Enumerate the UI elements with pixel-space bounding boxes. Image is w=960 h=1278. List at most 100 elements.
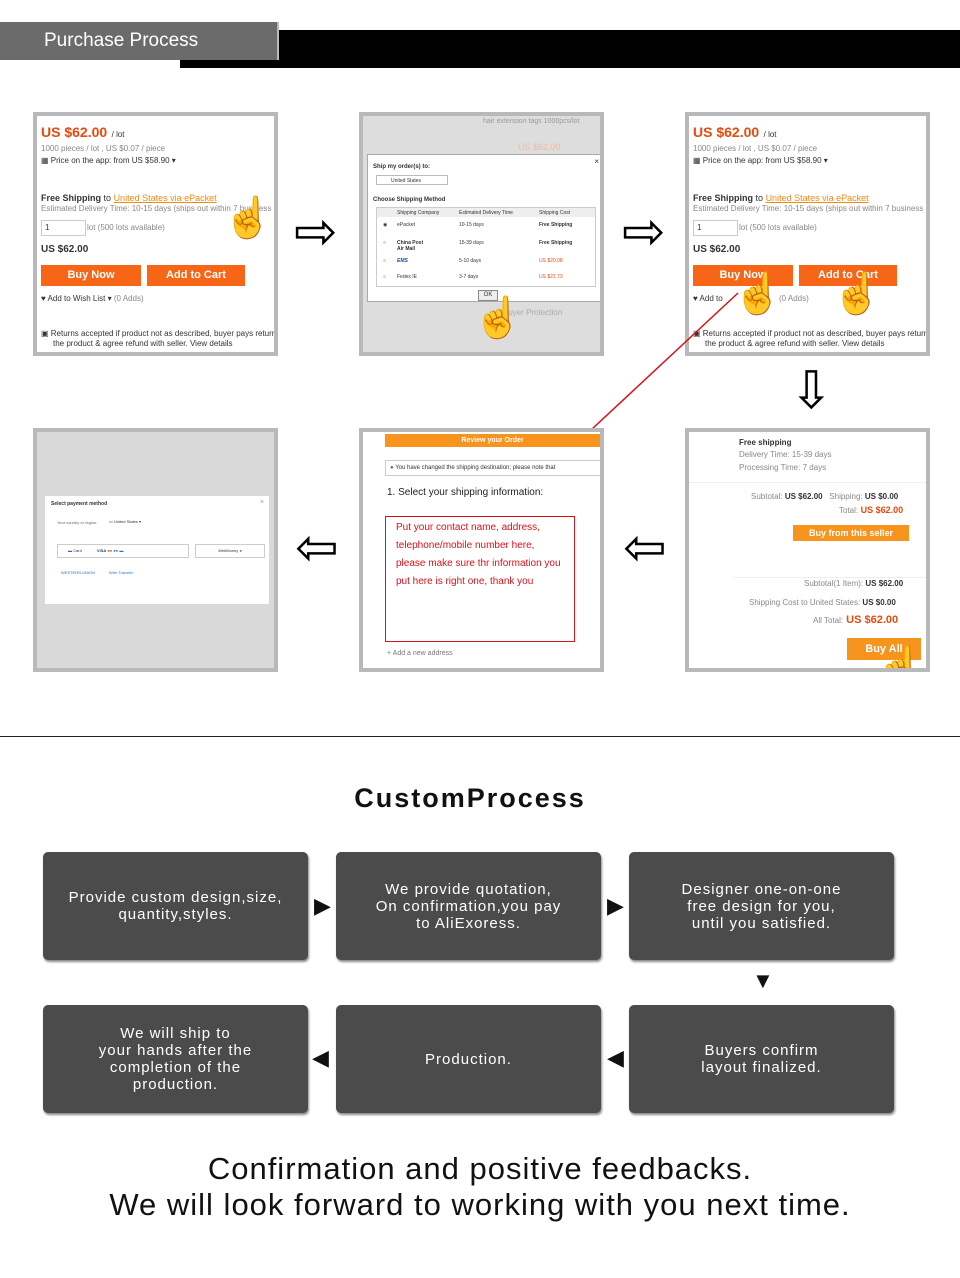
total-value: US $62.00	[860, 505, 904, 515]
radio-button[interactable]: ○	[383, 274, 387, 280]
step-text: We provide quotation, On confirmation,yo…	[375, 880, 562, 932]
card-option[interactable]: ▬ Card VISA ●● ●● ▬	[57, 544, 189, 558]
row-cost: US $20.08	[539, 258, 563, 264]
buy-all-button[interactable]: Buy All	[847, 638, 921, 660]
header-bar	[180, 30, 960, 68]
hand-cursor-icon: ☝	[223, 196, 273, 240]
all-total-row: All Total: US $62.00	[813, 614, 898, 626]
step-box: Provide custom design,size, quantity,sty…	[43, 852, 308, 960]
add-address-link[interactable]: + Add a new address	[387, 650, 453, 657]
all-total-label: All Total:	[813, 616, 844, 625]
step-text: Provide custom design,size, quantity,sty…	[68, 889, 283, 923]
close-icon[interactable]: ×	[259, 499, 264, 506]
row-time: 5-10 days	[459, 258, 481, 264]
add-to-cart-button[interactable]: Add to Cart	[799, 265, 897, 286]
row-company: ePacket	[397, 222, 416, 228]
product-price: US $62.00	[693, 124, 760, 140]
radio-button[interactable]: ○	[383, 258, 387, 264]
subtotal-items-row: Subtotal(1 Item): US $62.00	[804, 579, 903, 588]
total-label: Total:	[839, 506, 859, 515]
ship-to-label: Ship my order(s) to:	[373, 164, 431, 170]
lots-available: lot (500 lots available)	[739, 223, 817, 232]
panel-review-order: Review your Order ● You have changed the…	[359, 428, 604, 672]
buy-from-seller-button[interactable]: Buy from this seller	[793, 525, 909, 541]
subtotal-value: US $62.00	[784, 492, 823, 501]
shipping-link[interactable]: United States via ePacket	[113, 193, 217, 203]
step-box: Designer one-on-one free design for you,…	[629, 852, 894, 960]
arrow-right-icon: ▶	[607, 893, 624, 918]
step1-label: 1. Select your shipping information:	[387, 487, 544, 498]
pieces-info: 1000 pieces / lot , US $0.07 / piece	[693, 144, 818, 153]
returns-line1: Returns accepted if product not as descr…	[702, 329, 929, 338]
radio-button[interactable]: ◉	[383, 222, 388, 228]
buy-now-button[interactable]: Buy Now	[693, 265, 793, 286]
custom-process-title: CustomProcess	[354, 783, 586, 813]
returns-line1: Returns accepted if product not as descr…	[50, 329, 277, 338]
add-to-cart-button[interactable]: Add to Cart	[147, 265, 245, 286]
free-shipping-label: Free Shipping	[693, 193, 754, 203]
buyer-protection: Buyer Protection	[503, 308, 563, 317]
shipping-row: Free Shipping to United States via ePack…	[693, 193, 869, 203]
subtotal-items-value: US $62.00	[865, 579, 904, 588]
step-box: We provide quotation, On confirmation,yo…	[336, 852, 601, 960]
footer-line2: We will look forward to working with you…	[109, 1187, 851, 1222]
ok-button[interactable]: OK	[478, 290, 498, 301]
row-cost: US $22.73	[539, 274, 563, 280]
processing-time: Processing Time: 7 days	[739, 463, 827, 472]
section-divider	[0, 736, 960, 737]
wish-list-link[interactable]: ♥ Add to	[693, 294, 723, 303]
card-icon: ▬	[68, 548, 72, 553]
lots-available: lot (500 lots available)	[87, 223, 165, 232]
to-label: to	[755, 193, 764, 203]
hand-cursor-icon: ☝	[473, 296, 523, 340]
quantity-input[interactable]: 1	[693, 220, 738, 236]
row-company: Fedex IE	[397, 274, 418, 280]
arrow-left-icon: ◀	[312, 1045, 329, 1070]
radio-button[interactable]: ○	[383, 240, 387, 246]
amex-icon: ▬	[119, 548, 124, 553]
row-company: EMS	[397, 258, 408, 264]
panel-cart: Free shipping Delivery Time: 15-39 days …	[685, 428, 930, 672]
quantity-input[interactable]: 1	[41, 220, 86, 236]
panel-payment: Select payment method × Your country or …	[33, 428, 278, 672]
country-select[interactable]: ▭ United States ▾	[109, 519, 142, 524]
row-time: 10-15 days	[459, 222, 484, 228]
shipping-link[interactable]: United States via ePacket	[765, 193, 869, 203]
col-cost: Shipping Cost	[539, 210, 571, 216]
ship-cost-value: US $0.00	[862, 598, 896, 607]
choose-method-label: Choose Shipping Method	[373, 197, 446, 203]
western-union-option[interactable]: WESTERN UNION	[61, 570, 95, 575]
card-label: Card	[73, 548, 82, 553]
close-icon[interactable]: ×	[594, 157, 599, 166]
arrow-left-icon: ◀	[607, 1045, 624, 1070]
ship-cost-row: Shipping Cost to United States: US $0.00	[749, 598, 896, 607]
webmoney-option[interactable]: WebMoney ●	[195, 544, 265, 558]
header-tab: Purchase Process	[0, 22, 279, 60]
footer-line1: Confirmation and positive feedbacks.	[207, 1151, 753, 1186]
arrow-right-icon: ⇨	[294, 203, 338, 261]
panel-product-buy: US $62.00 / lot 1000 pieces / lot , US $…	[685, 112, 930, 356]
panel-shipping-method: hair extension tags 1000pcs/lot US $62.0…	[359, 112, 604, 356]
shipping-row: Free Shipping to United States via ePack…	[41, 193, 217, 203]
step-text: Buyers confirm layout finalized.	[701, 1042, 822, 1076]
row-company: China Post Air Mail	[397, 240, 424, 252]
returns-info: ▣ Returns accepted if product not as des…	[693, 329, 929, 338]
total-row: Total: US $62.00	[839, 505, 903, 515]
wish-list-link[interactable]: ♥ Add to Wish List ▾ (0 Adds)	[41, 294, 144, 303]
country-select[interactable]: United States	[376, 175, 448, 185]
step-box: Buyers confirm layout finalized.	[629, 1005, 894, 1113]
wire-transfer-option[interactable]: Wire Transfer	[109, 570, 134, 575]
free-shipping: Free shipping	[739, 438, 792, 447]
country-value: United States	[113, 519, 138, 524]
wish-label: Add to	[699, 294, 723, 303]
add-address-label: Add a new address	[392, 650, 453, 657]
webmoney-label: WebMoney	[218, 548, 239, 553]
panel-product: US $62.00 / lot 1000 pieces / lot , US $…	[33, 112, 278, 356]
row-time: 3-7 days	[459, 274, 479, 280]
bg-price: US $62.00	[518, 142, 561, 152]
visa-icon: VISA	[96, 548, 107, 553]
buy-now-button[interactable]: Buy Now	[41, 265, 141, 286]
product-price: US $62.00	[41, 124, 108, 140]
info-icon: ●	[390, 465, 394, 471]
shipping-dialog: × Ship my order(s) to: United States Cho…	[367, 154, 600, 302]
